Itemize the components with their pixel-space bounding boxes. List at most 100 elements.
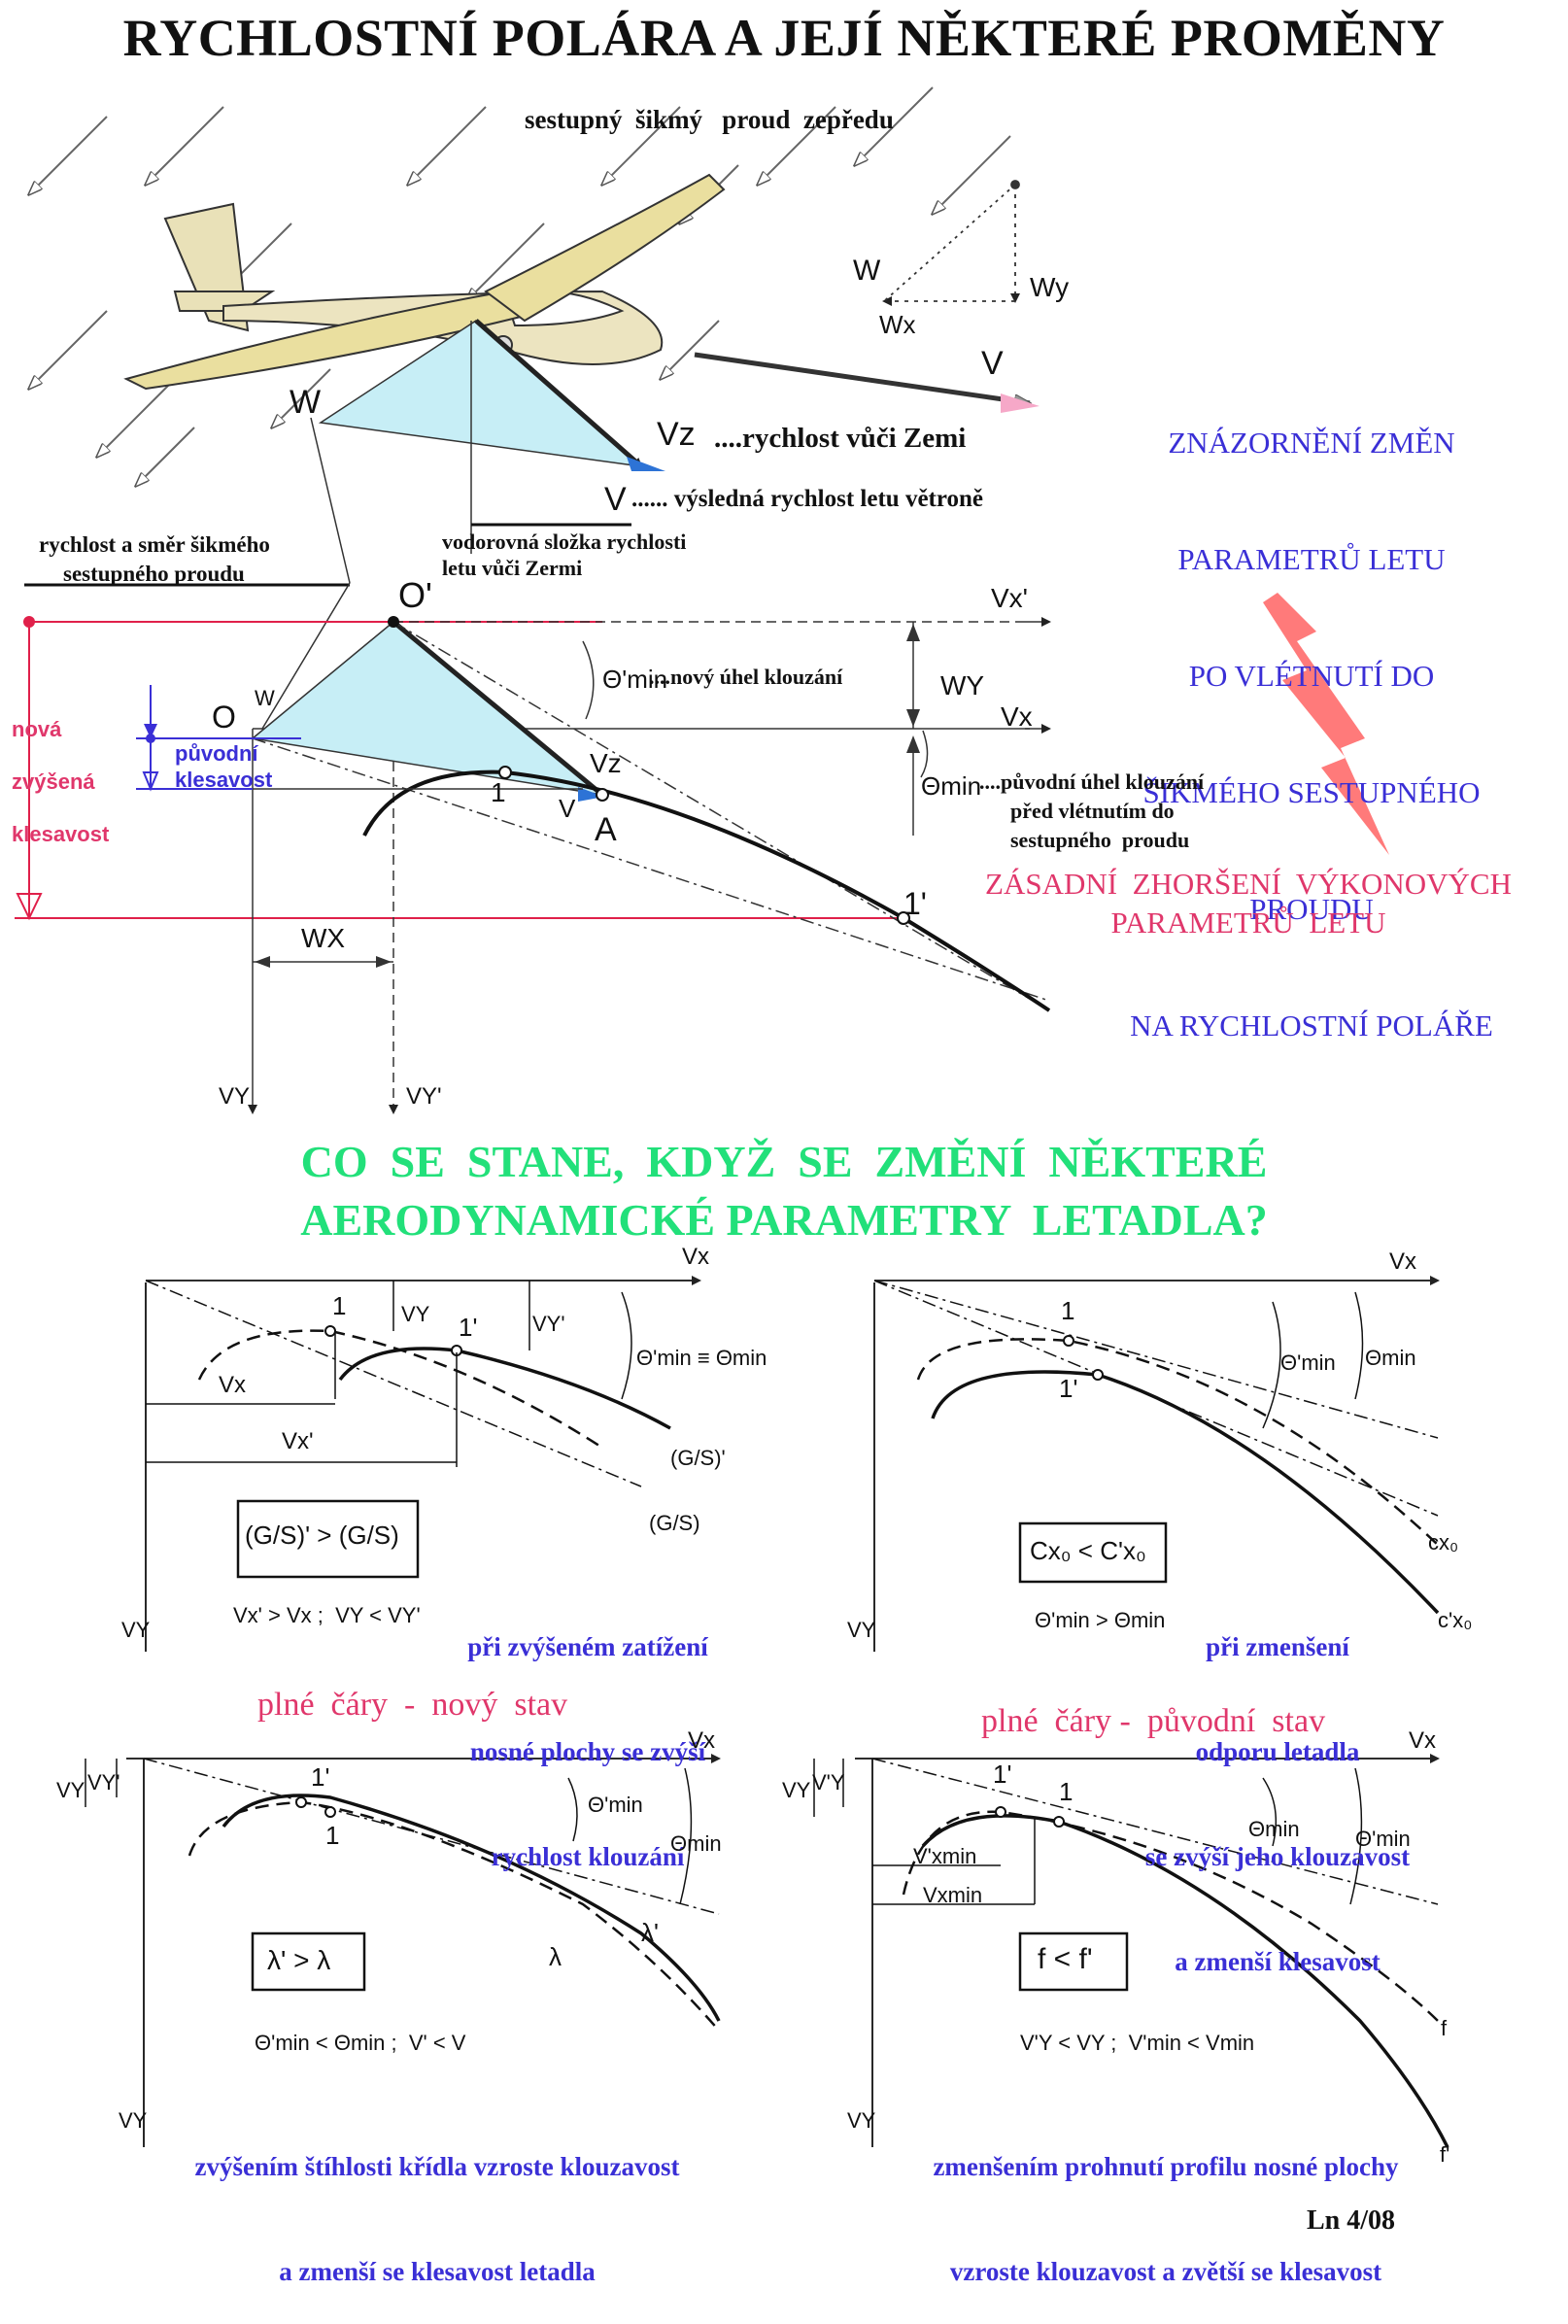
label-one-main: 1	[491, 777, 506, 807]
p3-ineq: Θ'min < Θmin ; V' < V	[255, 2031, 466, 2055]
label-wx-main: WX	[301, 923, 346, 953]
stream-dir-1: rychlost a směr šikmého	[39, 532, 270, 557]
panel-3	[85, 1754, 721, 2147]
p2-theta: Θmin	[1365, 1346, 1416, 1370]
p2-desc: při zmenšení odporu letadla se zvýší jeh…	[1112, 1559, 1443, 2014]
p3-theta-prime: Θ'min	[588, 1793, 643, 1817]
p1-desc: při zvýšeném zatížení nosné plochy se zv…	[432, 1559, 743, 1909]
label-one-prime-main: 1'	[903, 886, 927, 921]
p4-vy: VY	[782, 1778, 811, 1802]
orig-angle-3: sestupného proudu	[1010, 828, 1190, 852]
p4-vxmin-prime: V'xmin	[913, 1844, 977, 1868]
p3-desc-2: a zmenší se klesavost letadla	[279, 2257, 596, 2286]
label-vz-main: Vz	[590, 748, 622, 778]
stream-caption: sestupný šikmý proud zepředu	[525, 105, 894, 134]
label-w-small: W	[853, 255, 881, 287]
stream-arrows	[29, 86, 1011, 486]
question-line-1: CO SE STANE, KDYŽ SE ZMĚNÍ NĚKTERÉ	[300, 1137, 1268, 1186]
right-line-3: PO VLÉTNUTÍ DO	[1188, 659, 1435, 693]
v-pink-head	[1001, 393, 1040, 413]
v-arrowhead-top	[627, 457, 665, 471]
label-vx-prime: Vx'	[991, 583, 1029, 613]
glider-illustration	[123, 173, 726, 391]
orig-sink-2: klesavost	[175, 768, 273, 792]
p2-desc-2: odporu letadla	[1195, 1737, 1360, 1766]
new-sink-2: zvýšená	[12, 769, 95, 794]
new-sink-1: nová	[12, 717, 62, 741]
p4-one: 1	[1059, 1777, 1074, 1806]
p2-desc-1: při zmenšení	[1206, 1632, 1349, 1661]
main-polar	[15, 616, 1051, 1114]
p3-vy-axis: VY	[119, 2108, 148, 2133]
p2-vy-axis: VY	[847, 1618, 876, 1642]
w-pointer	[310, 417, 351, 584]
p1-desc-2: nosné plochy se zvýší	[469, 1737, 706, 1766]
p2-desc-3: se zvýší jeho klouzavost	[1144, 1842, 1411, 1871]
v-caption: ...... výsledná rychlost letu větroně	[631, 486, 984, 512]
p3-lambda-prime: λ'	[641, 1918, 659, 1947]
v-long-arrow	[694, 352, 1030, 403]
p4-vy-axis: VY	[847, 2108, 876, 2133]
p1-vx-prime-low: Vx'	[282, 1428, 314, 1454]
p1-desc-3: rychlost klouzání	[491, 1842, 685, 1871]
orig-angle-2: před vlétnutím do	[1010, 799, 1175, 823]
footer-code: Ln 4/08	[1307, 2205, 1396, 2236]
label-wx-small: Wx	[879, 310, 916, 339]
p1-vy: VY	[401, 1302, 430, 1326]
label-w-main: W	[255, 686, 275, 710]
p2-vx: Vx	[1389, 1248, 1417, 1275]
p1-vy-axis: VY	[121, 1618, 151, 1642]
vz-arrow-top	[474, 319, 643, 468]
p1-vx-low: Vx	[219, 1372, 247, 1398]
p3-vy: VY	[56, 1778, 85, 1802]
legend-orig-state: plné čáry - původní stav	[981, 1703, 1326, 1739]
label-vz-top: Vz	[657, 416, 696, 453]
label-a: A	[595, 811, 617, 848]
p1-one-prime: 1'	[459, 1313, 478, 1342]
label-theta-min: Θmin	[921, 771, 982, 801]
right-line-4: ŠIKMÉHO SESTUPNÉHO	[1142, 775, 1481, 809]
legend-new-state: plné čáry - nový stav	[257, 1687, 568, 1723]
warning-line-2: PARAMETRŮ LETU	[1110, 906, 1386, 940]
label-vx-main: Vx	[1001, 701, 1033, 732]
p2-desc-4: a zmenší klesavost	[1175, 1947, 1381, 1976]
p4-f-prime: f'	[1440, 2142, 1450, 2167]
label-theta-min-prime: Θ'min	[602, 665, 668, 694]
p1-theta: Θ'min ≡ Θmin	[636, 1346, 767, 1370]
p1-gs-prime: (G/S)'	[670, 1446, 726, 1470]
p4-vx: Vx	[1409, 1727, 1437, 1754]
vz-caption: ....rychlost vůči Zemi	[714, 423, 967, 454]
p2-cx0: cx₀	[1428, 1530, 1459, 1555]
right-line-1: ZNÁZORNĚNÍ ZMĚN	[1168, 426, 1455, 460]
panel-1	[145, 1276, 701, 1652]
p4-f: f	[1441, 2016, 1448, 2040]
p3-one: 1	[325, 1821, 340, 1850]
p3-vx: Vx	[688, 1727, 716, 1754]
warning-line-1: ZÁSADNÍ ZHORŠENÍ VÝKONOVÝCH	[985, 867, 1512, 901]
p1-vy-prime: VY'	[532, 1312, 565, 1336]
p2-one: 1	[1061, 1296, 1075, 1325]
page-title: RYCHLOSTNÍ POLÁRA A JEJÍ NĚKTERÉ PROMĚNY	[122, 9, 1446, 67]
p2-cx0-prime: c'x₀	[1438, 1608, 1473, 1632]
lightning-bolt-icon	[1263, 593, 1389, 855]
horiz-caption-1: vodorovná složka rychlosti	[442, 530, 687, 554]
diagram-canvas	[15, 86, 1449, 2148]
p3-desc: zvýšením štíhlosti křídla vzroste klouza…	[117, 2079, 758, 2324]
p3-vy-prime: VY'	[87, 1770, 120, 1794]
label-v-long: V	[981, 345, 1004, 382]
p4-theta-prime: Θ'min	[1355, 1827, 1411, 1851]
label-o: O	[212, 700, 236, 735]
stream-dir-2: sestupného proudu	[63, 562, 245, 586]
p3-box: λ' > λ	[267, 1945, 331, 1975]
label-v-top: V	[604, 481, 627, 518]
p4-one-prime: 1'	[993, 1760, 1012, 1789]
p4-vxmin: Vxmin	[923, 1883, 983, 1907]
p4-v-prime-y: V'Y	[812, 1770, 845, 1794]
p1-gs: (G/S)	[649, 1511, 700, 1535]
p2-theta-prime: Θ'min	[1280, 1350, 1336, 1375]
p4-theta: Θmin	[1248, 1817, 1300, 1841]
label-o-prime: O'	[398, 575, 432, 615]
right-line-2: PARAMETRŮ LETU	[1177, 542, 1446, 576]
right-line-6: NA RYCHLOSTNÍ POLÁŘE	[1130, 1008, 1493, 1042]
new-sink-3: klesavost	[12, 822, 110, 846]
